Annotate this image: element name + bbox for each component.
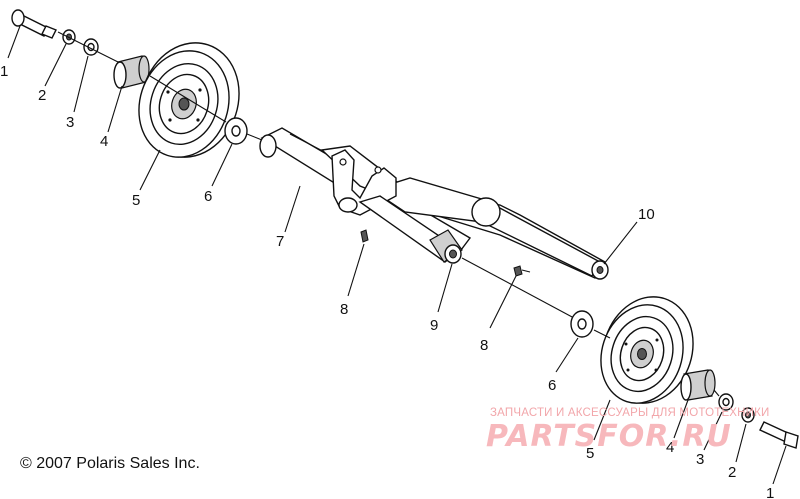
bushing-left — [113, 55, 150, 89]
leader-lines — [7, 25, 787, 485]
callout-6-left: 6 — [204, 188, 212, 205]
callout-6-right: 6 — [548, 377, 556, 394]
washer-right — [718, 393, 734, 411]
washer-large-right — [570, 310, 594, 338]
bolt-right — [759, 421, 799, 449]
bolt-left — [11, 9, 57, 39]
watermark: ЗАПЧАСТИ И АКСЕССУАРЫ ДЛЯ МОТОТЕХНИКИ PA… — [486, 407, 770, 454]
callout-9: 9 — [430, 317, 438, 334]
washer-large-left — [224, 117, 248, 145]
wheel-right — [600, 296, 694, 404]
callout-2-right: 2 — [728, 464, 736, 481]
callout-4-right: 4 — [666, 439, 674, 456]
axle-frame-assembly — [259, 127, 609, 280]
callout-7: 7 — [276, 233, 284, 250]
bushing-right — [680, 369, 716, 401]
watermark-tagline: ЗАПЧАСТИ И АКСЕССУАРЫ ДЛЯ МОТОТЕХНИКИ — [490, 407, 770, 419]
callout-3-right: 3 — [696, 451, 704, 468]
callout-10: 10 — [638, 206, 655, 223]
callout-8-left: 8 — [340, 301, 348, 318]
callout-2-left: 2 — [38, 87, 46, 104]
copyright-text: © 2007 Polaris Sales Inc. — [20, 455, 200, 472]
watermark-brand: PARTSFOR.RU — [486, 419, 732, 454]
callout-4-left: 4 — [100, 133, 108, 150]
callout-labels: 1 2 3 4 5 6 7 8 9 10 8 6 5 4 3 2 1 — [0, 63, 774, 499]
callout-8-right: 8 — [480, 337, 488, 354]
callout-3-left: 3 — [66, 114, 74, 131]
washer-left — [83, 38, 99, 56]
callout-1-left: 1 — [0, 63, 8, 80]
callout-5-right: 5 — [586, 445, 594, 462]
washer-small-right — [741, 407, 755, 423]
callout-5-left: 5 — [132, 192, 140, 209]
callout-1-right: 1 — [766, 485, 774, 499]
